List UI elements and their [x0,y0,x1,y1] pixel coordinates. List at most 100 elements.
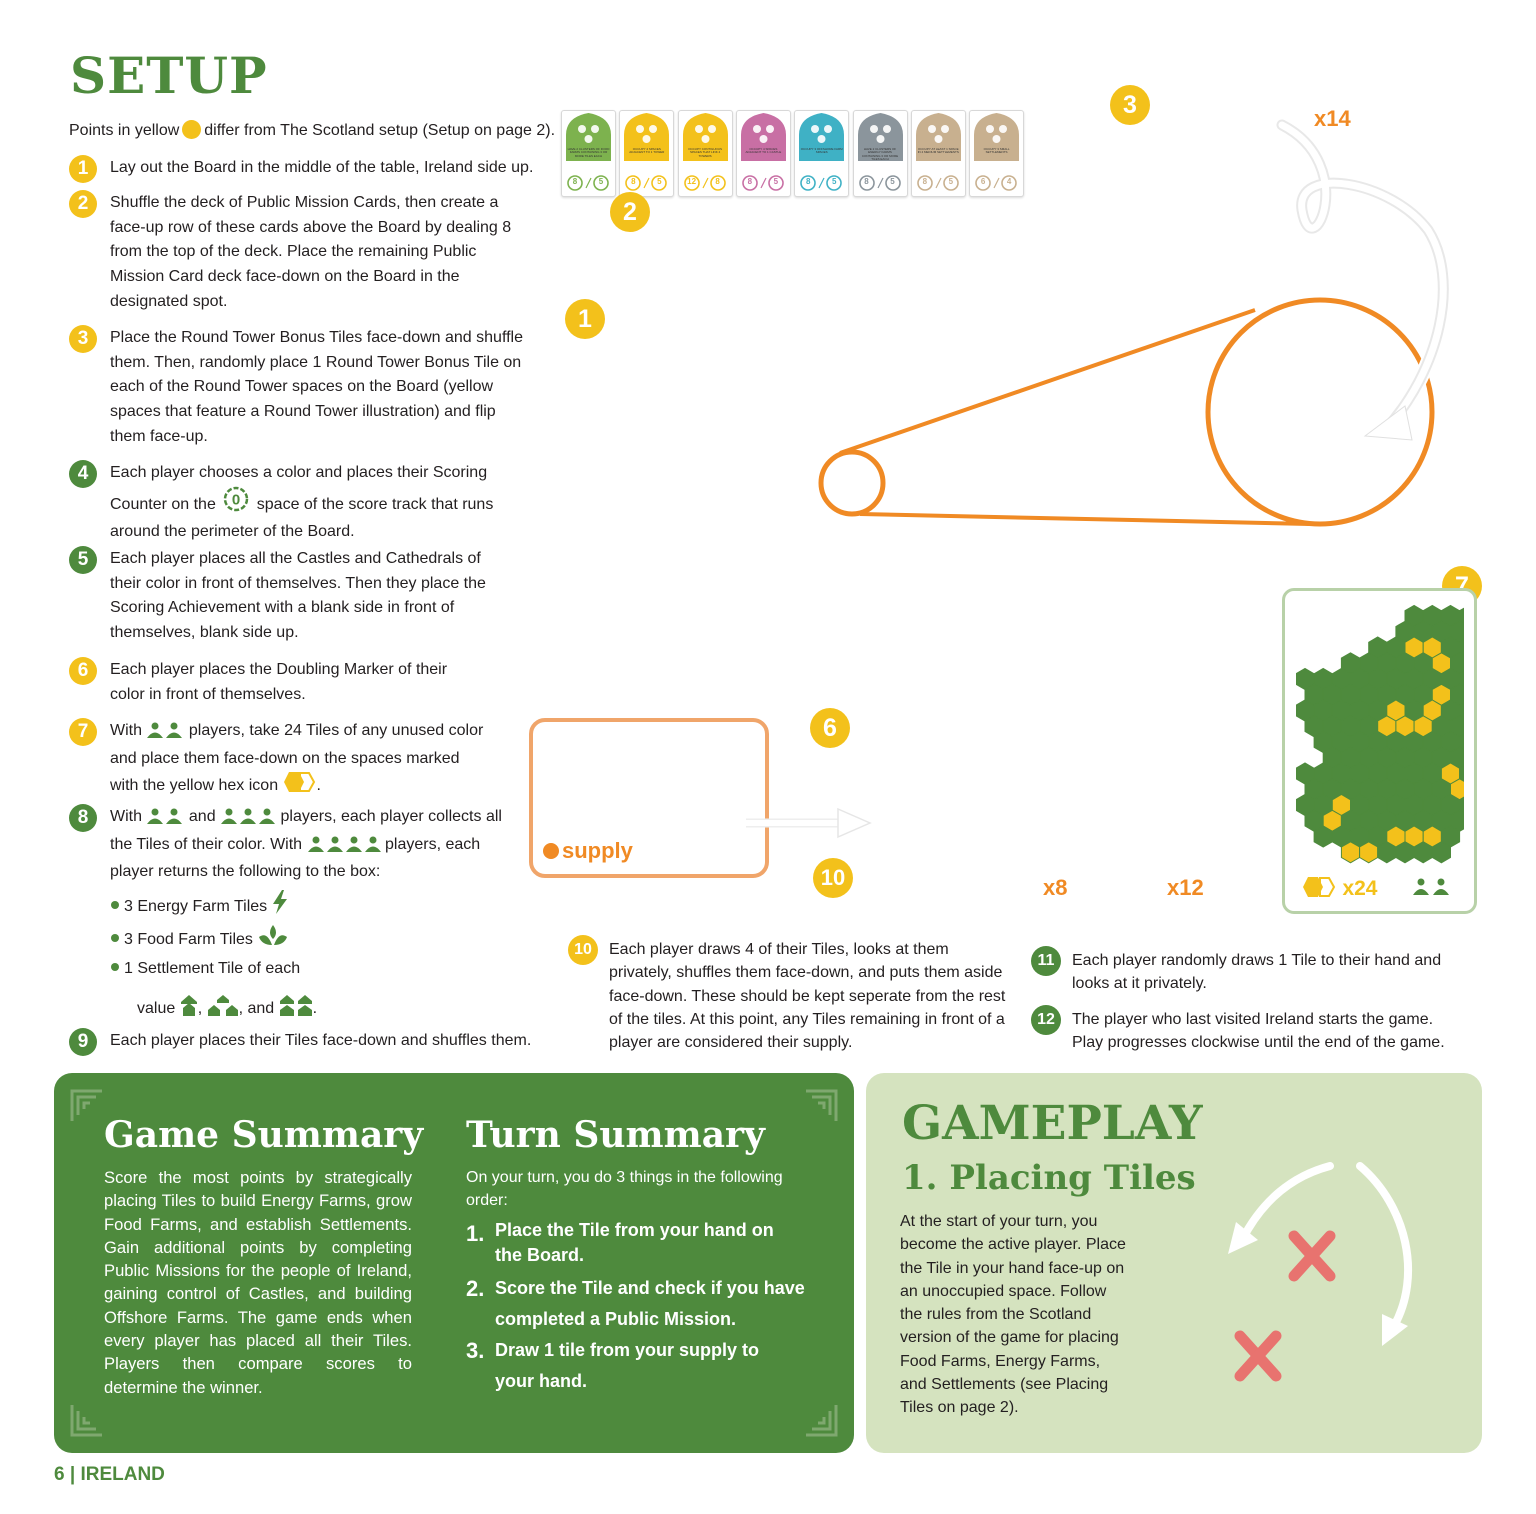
callout-1: 1 [565,299,605,339]
three-players-icon [220,808,276,833]
step-number: 5 [69,546,97,574]
two-players-icon [146,808,184,833]
turn-item-2: 2. Score the Tile and check if you have … [466,1276,805,1329]
mission-card-text: HAVE 2 CLUSTERS OF ENERGY FARMS CONTAINI… [861,148,899,161]
house-three-icon [279,994,313,1021]
setup-step-2: 2 Shuffle the deck of Public Mission Car… [69,190,519,315]
mission-points-secondary: 5 [831,177,837,186]
step-text: Place the Round Tower Bonus Tiles face-d… [110,329,523,445]
game-summary-title: Game Summary [104,1114,424,1156]
turn-item-1: 1. Place the Tile from your hand on the … [466,1220,774,1265]
yellow-dot-icon [182,120,202,139]
mission-card: OCCUPY AT LEAST 1 SPACE IN 4 MEDIUM SETT… [910,110,966,197]
bullet-settlement: 1 Settlement Tile of each [111,960,300,978]
large-zoom-circle [1205,297,1435,527]
turn-item-3: 3. Draw 1 tile from your supply to your … [466,1338,760,1391]
red-x-icon [1288,1230,1336,1282]
mission-points-secondary: 8 [715,177,720,186]
step-text: Each player chooses a color and places t… [110,464,494,541]
house-one-icon [180,994,198,1021]
mission-card-text: OCCUPY 3 OFFSHORE FARM SPACES [800,148,843,155]
lightning-icon [272,890,288,919]
corner-ornament-icon [806,1405,838,1437]
summary-panel [54,1073,854,1453]
map-hex-space [1431,841,1451,864]
curved-arrow-left-icon [1228,1162,1334,1254]
step-number: 2 [69,190,97,218]
yellow-hex-space [1340,841,1361,864]
mission-points-primary: 8 [572,177,578,186]
map-hex-space [1395,841,1415,864]
mission-card: HAVE 2 CLUSTERS OF FOOD FARMS CONTAINING… [561,110,616,197]
step-text: Shuffle the deck of Public Mission Cards… [110,194,512,310]
setup-step-7: 7 With players, take 24 Tiles of any unu… [69,718,489,802]
step-number: 11 [1031,946,1061,976]
callout-10: 10 [813,858,853,898]
step-number: 9 [69,1028,97,1056]
map-hex-space [1413,841,1433,864]
mission-points-secondary: 5 [890,177,895,186]
step-number: 4 [69,460,97,488]
setup-heading: SETUP [70,46,268,105]
placing-tiles-title: 1. Placing Tiles [902,1158,1196,1198]
red-x-icon [1234,1330,1282,1382]
mission-card: OCCUPY 4 SPACES ADJACENT TO 1 CASTLE 8 5 [735,110,791,197]
intro-after: differ from The Scotland setup (Setup on… [204,122,556,139]
small-zoom-circle [818,449,886,517]
svg-text:0: 0 [232,491,240,508]
step-number: 7 [69,718,97,746]
mission-points-secondary: 5 [773,177,779,186]
map-hex-space [1313,825,1333,848]
step-text: Each player randomly draws 1 Tile to the… [1072,952,1442,993]
mission-points-secondary: 5 [598,177,604,186]
mission-points-primary: 6 [980,177,986,186]
supply-gear-icon [543,843,559,859]
mission-points-secondary: 5 [657,177,662,186]
callout-3: 3 [1110,85,1150,125]
count-x14: x14 [1314,106,1351,131]
corner-ornament-icon [70,1089,102,1121]
step-text: With and players, each player collects a… [110,808,502,881]
mission-card: HAVE 2 CLUSTERS OF ENERGY FARMS CONTAINI… [852,110,908,197]
mission-card: OCCUPY CONTIGUOUS SPACES THAT LINK 4 TOW… [677,110,733,197]
callout-6: 6 [810,708,850,748]
step-text: The player who last visited Ireland star… [1072,1011,1445,1052]
tile-count-row: x24 [1302,876,1378,901]
gameplay-panel [866,1073,1482,1453]
setup-step-4: 4 Each player chooses a color and places… [69,460,509,545]
supply-arrow-icon [746,807,872,839]
setup-step-1: 1 Lay out the Board in the middle of the… [69,155,539,183]
four-players-icon [307,836,381,861]
setup-step-6: 6 Each player places the Doubling Marker… [69,657,469,707]
mission-points-primary: 8 [747,177,753,186]
setup-step-10: 10 Each player draws 4 of their Tiles, l… [568,935,1008,1054]
setup-step-11: 11 Each player randomly draws 1 Tile to … [1031,946,1451,996]
step-text: With players, take 24 Tiles of any unuse… [110,719,489,802]
mission-points-primary: 8 [864,177,869,186]
bullet-food: 3 Food Farm Tiles [111,925,289,952]
step-number: 6 [69,657,97,685]
yellow-hex-icon [283,771,317,802]
setup-step-3: 3 Place the Round Tower Bonus Tiles face… [69,325,524,450]
turn-summary-title: Turn Summary [466,1114,765,1156]
step-number: 12 [1031,1005,1061,1035]
mission-card-text: OCCUPY 4 SPACES ADJACENT TO 1 TOWER [629,148,665,155]
house-two-icon [207,994,239,1021]
turn-summary-intro: On your turn, you do 3 things in the fol… [466,1169,783,1210]
bullet-settlement-values: value , , and . [137,994,317,1021]
setup-step-5: 5 Each player places all the Castles and… [69,546,489,646]
mission-points-secondary: 5 [948,177,954,186]
mission-card-text: OCCUPY 4 SPACES ADJACENT TO 1 CASTLE [745,148,782,155]
placing-tiles-text: At the start of your turn, you become th… [900,1213,1126,1417]
mission-points-primary: 8 [922,177,928,186]
placement-diagram [1228,1162,1413,1382]
count-x12: x12 [1167,875,1204,900]
two-players-icon [146,722,184,747]
map-hex-space [1377,841,1397,864]
mission-card-text: OCCUPY AT LEAST 1 SPACE IN 4 MEDIUM SETT… [917,148,959,155]
corner-ornament-icon [70,1405,102,1437]
step-number: 1 [69,155,97,183]
